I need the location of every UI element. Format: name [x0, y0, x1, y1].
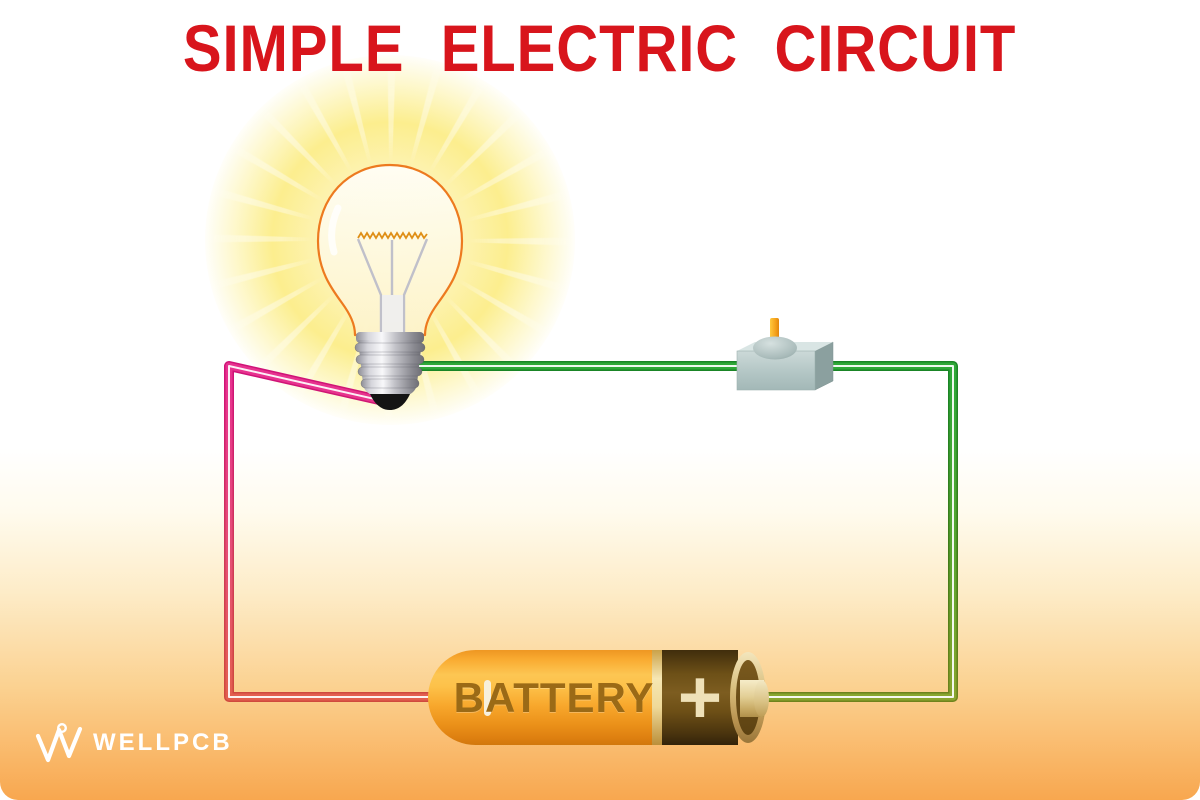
bulb-stem	[382, 295, 403, 340]
page-title-text: SIMPLE ELECTRIC CIRCUIT	[183, 11, 1017, 85]
bulb-glass-highlight	[328, 204, 342, 256]
battery-positive-terminal-end	[754, 680, 769, 717]
wire-positive	[409, 361, 958, 702]
switch-dome	[753, 336, 797, 360]
light-bulb	[316, 163, 464, 410]
battery: BATTERY +	[424, 644, 784, 751]
wellpcb-logo-icon	[35, 722, 83, 763]
switch	[736, 318, 834, 391]
battery-negative-mark	[484, 680, 491, 716]
page-title: SIMPLE ELECTRIC CIRCUIT	[0, 10, 1200, 86]
battery-positive-cap	[662, 650, 738, 745]
wire-negative	[224, 361, 441, 702]
filament	[357, 231, 428, 240]
battery-positive-symbol: +	[677, 655, 723, 740]
battery-label: BATTERY	[453, 673, 655, 721]
bulb-contact-tip	[370, 394, 410, 410]
filament-supports	[356, 238, 429, 340]
bulb-screw-base	[354, 332, 426, 396]
brand-logo: WELLPCB	[34, 720, 233, 766]
battery-stripe	[652, 650, 662, 745]
wellpcb-logo-text: WELLPCB	[93, 729, 233, 756]
battery-body	[428, 650, 652, 745]
